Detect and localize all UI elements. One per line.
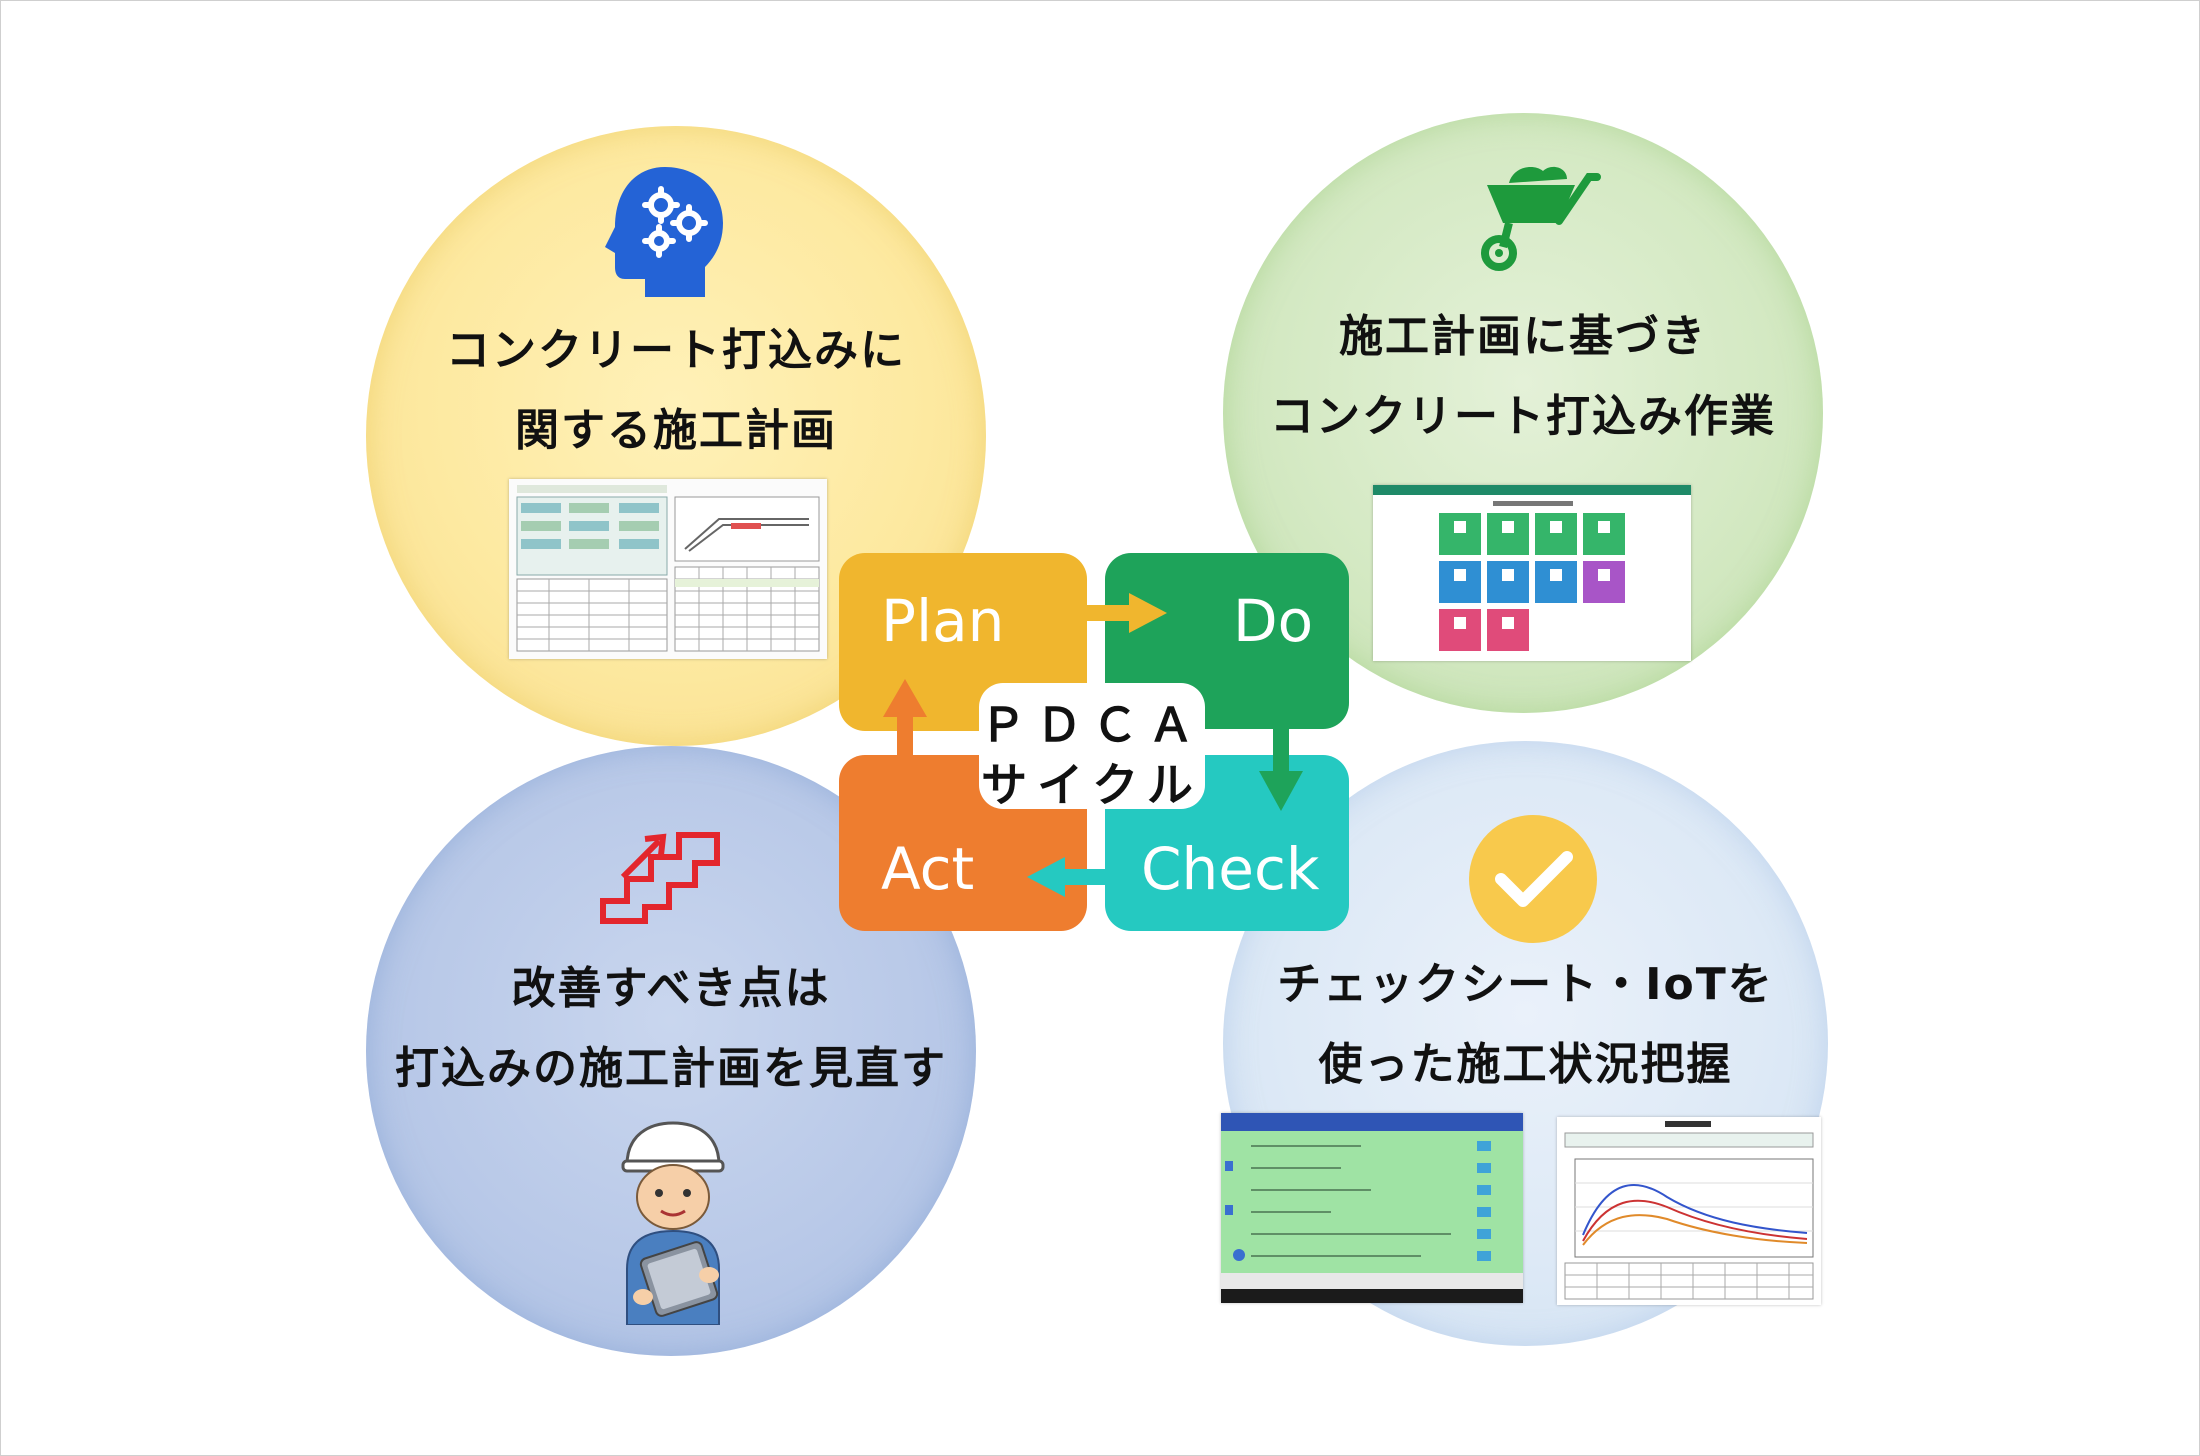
do-text: 施工計画に基づき コンクリート打込み作業 — [1223, 297, 1823, 457]
check-text: チェックシート・IoTを 使った施工状況把握 — [1223, 945, 1828, 1105]
plan-text: コンクリート打込みに 関する施工計画 — [366, 311, 986, 471]
do-text-line1: 施工計画に基づき — [1339, 311, 1707, 362]
act-text-line1: 改善すべき点は — [511, 963, 831, 1014]
checksheet-tablet-screenshot — [1221, 1113, 1523, 1303]
do-to-check-arrow — [1259, 719, 1303, 811]
act-label: Act — [881, 835, 975, 903]
pdca-title: ＰＤＣＡ — [980, 698, 1204, 752]
head-gears-icon — [605, 167, 723, 297]
check-text-line1: チェックシート・IoTを — [1277, 959, 1774, 1010]
plan-document-screenshot — [509, 479, 827, 659]
check-text-line2: 使った施工状況把握 — [1318, 1039, 1733, 1090]
check-label: Check — [1141, 835, 1320, 903]
wheelbarrow-icon — [1481, 166, 1601, 271]
do-text-line2: コンクリート打込み作業 — [1270, 391, 1776, 442]
worker-with-tablet-icon — [621, 1121, 725, 1325]
plan-text-line2: 関する施工計画 — [515, 405, 837, 456]
pdca-subtitle: サイクル — [981, 758, 1203, 812]
do-app-screenshot — [1373, 485, 1691, 661]
check-to-act-arrow — [1027, 857, 1123, 897]
check-badge-icon — [1469, 815, 1597, 943]
do-label: Do — [1233, 587, 1314, 655]
plan-label: Plan — [881, 587, 1005, 655]
plan-text-line1: コンクリート打込みに — [446, 325, 906, 376]
act-text-line2: 打込みの施工計画を見直す — [395, 1043, 947, 1094]
iot-chart-screenshot — [1557, 1117, 1821, 1305]
act-text: 改善すべき点は 打込みの施工計画を見直す — [366, 949, 976, 1109]
pdca-center-panel — [979, 683, 1205, 809]
stairs-up-icon — [600, 832, 720, 924]
plan-to-do-arrow — [1071, 593, 1167, 633]
act-to-plan-arrow — [883, 679, 927, 773]
